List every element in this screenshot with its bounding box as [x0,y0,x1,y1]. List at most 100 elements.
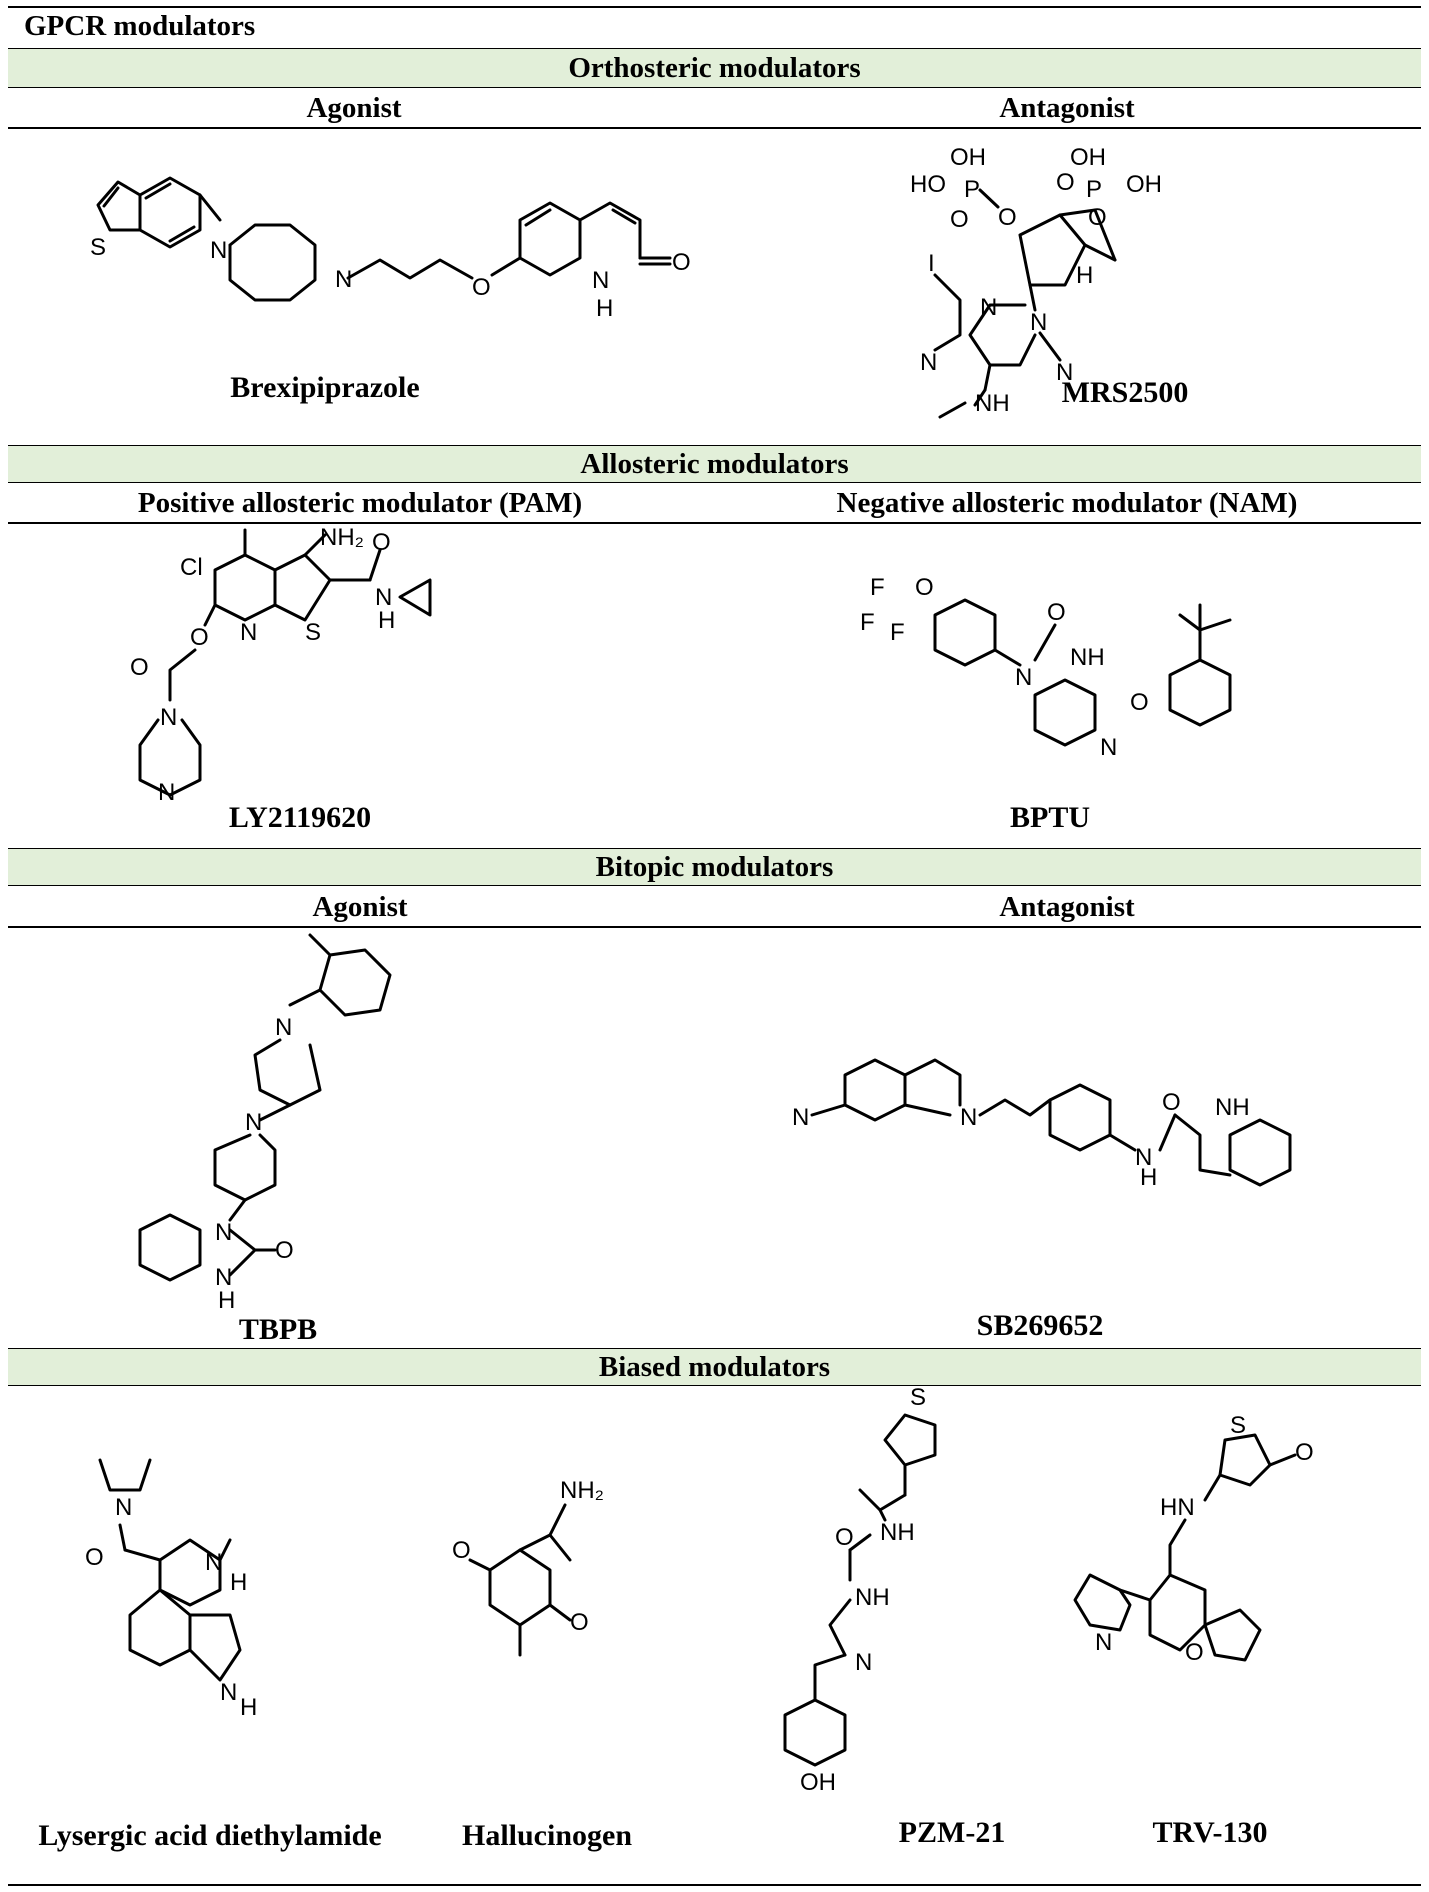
atom-n-lsd: N [205,1549,222,1576]
atom-o-bptu: O [915,574,934,601]
atom-oh-pzm21: OH [800,1769,836,1796]
atom-cl-ly2119620: Cl [180,554,203,581]
atom-nh-mid-pzm21: NH [855,1584,890,1611]
atom-s-trv130: S [1230,1412,1246,1439]
atom-n3-mrs2500: N [980,294,997,321]
atom-s-brexipiprazole: S [90,234,106,261]
compound-name-hallucinogen: Hallucinogen [461,1819,633,1852]
atom-h-lsd: H [230,1569,247,1596]
atom-nh2-bptu: NH [1070,644,1105,671]
atom-s-ly2119620: S [305,619,321,646]
atom-o-p1-mrs2500: O [950,206,969,233]
atom-o-pzm21: O [835,1524,854,1551]
rule-bitopic [8,926,1421,928]
atom-h-brexipiprazole: H [596,295,613,322]
atom-f2-bptu: F [860,609,875,636]
atom-nh-top-pzm21: NH [880,1519,915,1546]
atom-nh-indole-sb269652: NH [1215,1094,1250,1121]
atom-hn-trv130: HN [1160,1494,1195,1521]
atom-h-tbpb: H [218,1287,235,1314]
atom-nh-mrs2500: NH [975,390,1010,417]
col-head-bitopic-antagonist: Antagonist [999,891,1135,923]
col-head-allosteric-pam: Positive allosteric modulator (PAM) [137,487,583,519]
atom-n-pip1-ly2119620: N [160,704,177,731]
structure-trv130: S O HN O N [1073,1412,1314,1666]
atom-nh2-hallucinogen: NH₂ [560,1477,604,1504]
compound-name-ly2119620: LY2119620 [228,801,372,834]
atom-o-ester1-mrs2500: O [998,204,1017,231]
structure-hallucinogen: NH₂ O O [452,1477,604,1657]
section-header-orthosteric: Orthosteric modulators [8,48,1421,88]
structure-sb269652: N N N H O NH [792,1058,1292,1191]
atom-n-nitrile-sb269652: N [792,1104,809,1131]
atom-n1-brexipiprazole: N [210,237,227,264]
structure-ly2119620: Cl NH₂ S N O N H O O N N [130,524,432,806]
compound-name-sb269652: SB269652 [976,1309,1104,1342]
section-header-allosteric: Allosteric modulators [8,445,1421,483]
atom-o-amide-ly2119620: O [372,529,391,556]
structure-tbpb: N N N O N H [138,933,392,1314]
atom-f1-bptu: F [870,574,885,601]
section-header-biased: Biased modulators [8,1348,1421,1386]
table-title: GPCR modulators [24,10,256,42]
atom-o1-hallucinogen: O [452,1537,471,1564]
atom-f3-bptu: F [890,619,905,646]
top-rule [8,6,1421,8]
atom-s-pzm21: S [910,1384,926,1411]
compound-name-trv130: TRV-130 [1152,1816,1268,1849]
structure-brexipiprazole: S N N O O N H [90,176,691,322]
atom-n2-brexipiprazole: N [335,266,352,293]
atom-n-amide-ly2119620: N [375,584,392,611]
atom-n-isoquinoline-sb269652: N [960,1104,977,1131]
compound-name-bptu: BPTU [1009,801,1091,834]
atom-n7-mrs2500: N [1056,359,1073,386]
compound-name-pzm21: PZM-21 [898,1816,1006,1849]
compound-name-tbpb: TBPB [238,1313,318,1346]
atom-o-p2-mrs2500: O [1056,169,1075,196]
section-header-bitopic: Bitopic modulators [8,848,1421,886]
atom-o-sb269652: O [1162,1089,1181,1116]
col-head-orthosteric-agonist: Agonist [306,92,402,124]
atom-i-mrs2500: I [928,250,935,277]
atom-o-lsd: O [85,1544,104,1571]
atom-nh2-ly2119620: NH₂ [320,524,364,551]
compound-name-lsd: Lysergic acid diethylamide [38,1819,382,1852]
atom-h-mrs2500: H [1076,262,1093,289]
atom-o-tbpb: O [275,1237,294,1264]
atom-o-urea-bptu: O [1047,599,1066,626]
section-header-orthosteric-label: Orthosteric modulators [568,51,861,84]
atom-o-ring-trv130: O [1185,1639,1204,1666]
atom-o-ether-ly2119620: O [190,624,209,651]
atom-o-brexipiprazole: O [472,274,491,301]
atom-o2-hallucinogen: O [570,1609,589,1636]
atom-p1-mrs2500: P [964,176,980,203]
atom-nh-tbpb: N [215,1264,232,1291]
atom-oh2-mrs2500: OH [1070,144,1106,171]
atom-n-pip2-ly2119620: N [158,779,175,806]
atom-oh3-mrs2500: OH [1126,171,1162,198]
atom-p2-mrs2500: P [1086,176,1102,203]
atom-h-sb269652: H [1140,1164,1157,1191]
atom-n1-mrs2500: N [920,349,937,376]
compound-name-brexipiprazole: Brexipiprazole [230,371,420,404]
atom-n9-mrs2500: N [1030,309,1047,336]
section-header-biased-label: Biased modulators [598,1350,831,1383]
atom-nh-brexipiprazole: N [592,267,609,294]
compound-name-mrs2500: MRS2500 [1061,376,1189,409]
col-head-orthosteric-antagonist: Antagonist [999,92,1135,124]
atom-n-ly2119620: N [240,619,257,646]
atom-h-indole-lsd: H [240,1694,257,1721]
atom-n-pyridine-trv130: N [1095,1629,1112,1656]
atom-n-dimethyl-pzm21: N [855,1649,872,1676]
atom-o-ether-bptu: O [1130,689,1149,716]
atom-n-amide-lsd: N [115,1494,132,1521]
atom-n3-tbpb: N [215,1219,232,1246]
structure-mrs2500: OH HO P O O OH O P OH O H N N I N N NH [910,144,1162,419]
atom-n-pyr-bptu: N [1100,734,1117,761]
atom-o-ketone-ly2119620: O [130,654,149,681]
section-header-bitopic-label: Bitopic modulators [595,850,834,883]
atom-nh-lsd: N [220,1679,237,1706]
atom-nh1-bptu: N [1015,664,1032,691]
atom-o-methoxy-trv130: O [1295,1439,1314,1466]
